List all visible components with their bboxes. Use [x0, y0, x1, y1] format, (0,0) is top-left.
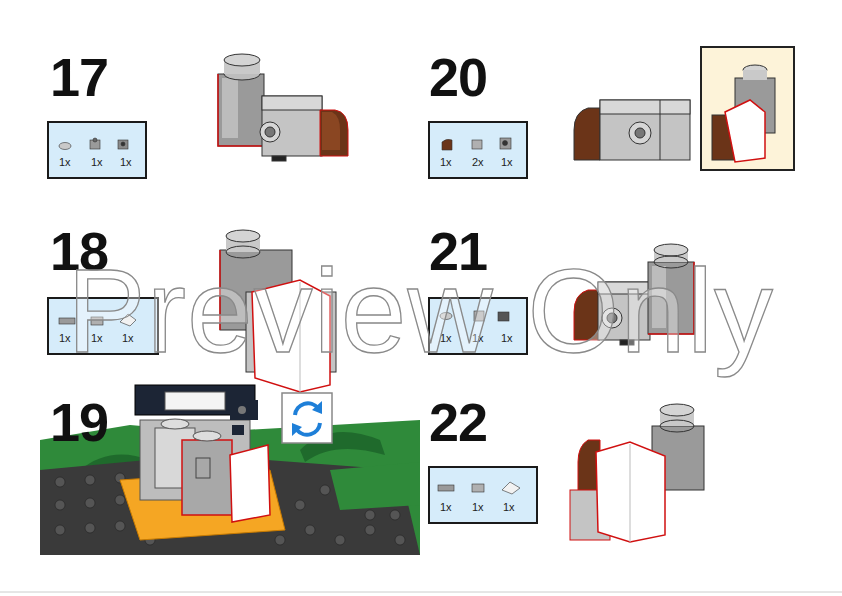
step19-scene [182, 440, 232, 515]
step-number: 19 [50, 395, 108, 449]
part-count: 1x [120, 157, 132, 168]
step19-scene [232, 425, 244, 435]
drawing-shape [55, 525, 65, 535]
step20-model [660, 100, 661, 160]
step-number: 17 [50, 50, 108, 104]
step17-model [262, 96, 322, 110]
step22-model [660, 420, 694, 432]
step19-scene [230, 400, 258, 420]
step17-model [260, 122, 280, 142]
part-count: 1x [472, 502, 484, 513]
step17-model [222, 78, 238, 138]
step19-scene [297, 423, 320, 435]
step-number: 22 [429, 395, 487, 449]
step17-model [218, 54, 348, 161]
drawing-shape [335, 535, 345, 545]
drawing-shape [295, 500, 305, 510]
step22-model [596, 442, 665, 542]
step22-model [570, 404, 704, 542]
step19-scene [282, 393, 332, 443]
step20-model [629, 122, 651, 144]
step19-scene [292, 423, 302, 436]
parts-list-box: 1x 1x 1x [428, 466, 538, 524]
step20-model [725, 100, 765, 162]
step19-scene [238, 406, 246, 414]
step19-scene [230, 445, 270, 522]
drawing-shape [390, 510, 400, 520]
drawing-shape [55, 500, 65, 510]
step20-model [600, 100, 690, 160]
step18-model [226, 230, 260, 242]
drawing-shape [85, 523, 95, 533]
part-count: 1x [59, 157, 71, 168]
step20-model [743, 70, 767, 80]
step20-model [600, 100, 690, 114]
drawing-shape [115, 495, 125, 505]
step19-scene [161, 419, 189, 429]
step17-model [272, 156, 286, 161]
page-edge [0, 592, 842, 593]
drawing-shape [395, 535, 405, 545]
parts-list-box: 1x 1x 1x [47, 121, 147, 179]
part-count: 1x [501, 157, 513, 168]
drawing-shape [320, 485, 330, 495]
step22-model [630, 444, 631, 542]
part-count: 2x [472, 157, 484, 168]
step-number: 20 [429, 50, 487, 104]
step19-scene [193, 431, 221, 441]
step19-scene [330, 462, 420, 510]
parts-list-box: 1x 2x 1x [428, 121, 528, 179]
step22-model [660, 404, 694, 416]
step17-model [320, 110, 348, 156]
part-count: 1x [440, 502, 452, 513]
part-count: 1x [440, 157, 452, 168]
step20-model [701, 47, 794, 170]
step17-model [218, 74, 264, 146]
drawing-shape [55, 477, 65, 487]
step17-model [218, 74, 264, 146]
step20-model [574, 47, 794, 170]
step19-scene [40, 385, 420, 555]
drawing-shape [305, 525, 315, 535]
drawing-shape [115, 521, 125, 531]
step20-model [574, 108, 600, 160]
step17-model [224, 54, 260, 66]
drawing-shape [365, 510, 375, 520]
step20-model [635, 128, 645, 138]
step19-scene [312, 401, 322, 414]
drawing-shape [365, 525, 375, 535]
step19-scene [165, 392, 225, 410]
drawing-shape [275, 535, 285, 545]
drawing-shape [85, 475, 95, 485]
watermark: Preview Only [67, 252, 774, 370]
drawing-shape [85, 498, 95, 508]
part-count: 1x [91, 157, 103, 168]
part-count: 1x [503, 502, 515, 513]
step17-model [322, 112, 340, 150]
step17-model [265, 127, 275, 137]
step19-scene [196, 458, 210, 478]
